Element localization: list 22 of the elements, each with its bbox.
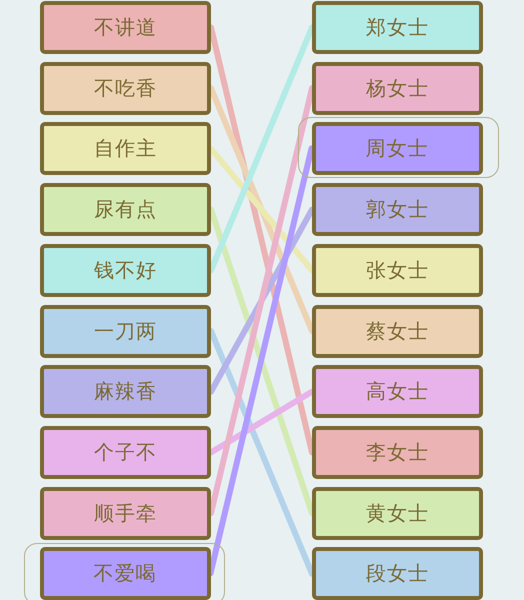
option-box: 不讲道 (40, 1, 211, 54)
option-box: 李女士 (312, 426, 483, 479)
option-box: 不爱喝 (40, 546, 210, 600)
option-box: 蔡女士 (312, 304, 483, 358)
option-box: 高女士 (312, 365, 483, 418)
option-box: 杨女士 (312, 62, 483, 115)
option-box: 麻辣香 (40, 365, 211, 418)
option-box: 段女士 (312, 547, 483, 600)
option-box: 郑女士 (312, 1, 483, 54)
option-box: 尿有点 (40, 183, 211, 236)
option-box: 郭女士 (312, 183, 483, 236)
selection-outline (24, 543, 225, 600)
option-box: 顺手牵 (40, 486, 211, 540)
option-box: 自作主 (40, 122, 211, 176)
selection-outline (298, 117, 499, 178)
option-box: 周女士 (312, 122, 482, 175)
option-box: 不吃香 (40, 62, 211, 115)
option-box: 黄女士 (312, 486, 483, 540)
option-box: 钱不好 (40, 244, 211, 297)
option-box: 一刀两 (40, 304, 211, 358)
option-box: 张女士 (312, 244, 483, 297)
option-box: 个子不 (40, 426, 211, 479)
